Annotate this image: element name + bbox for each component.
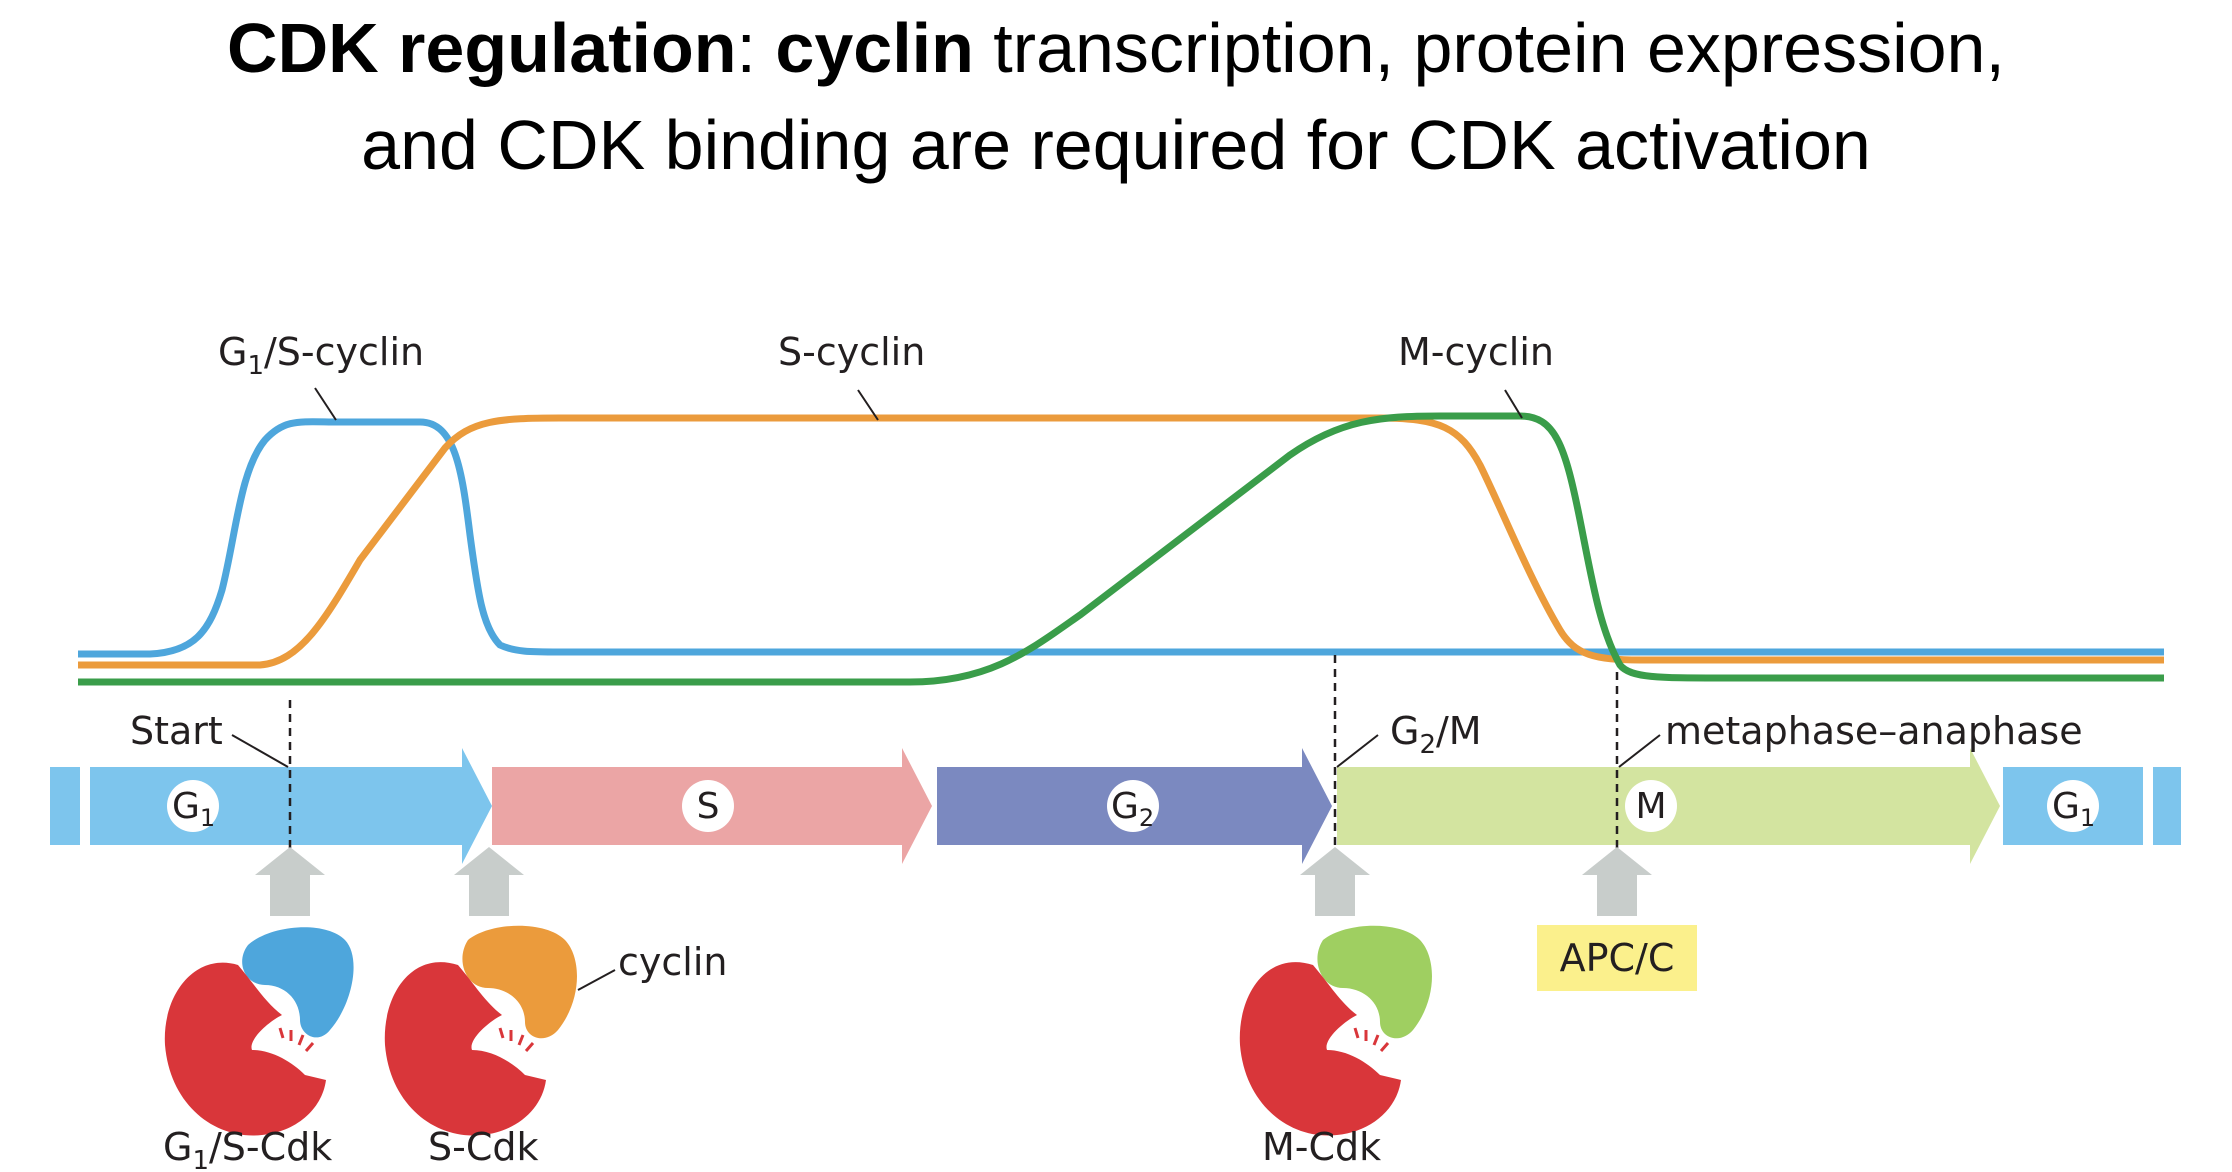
phase-badge-s: [682, 780, 734, 832]
curve-s-cyclin: [78, 414, 2164, 669]
up-arrow-m: [1300, 847, 1370, 916]
title-line-1: CDK regulation: cyclin transcription, pr…: [0, 5, 2232, 91]
title-bold-cyclin: cyclin: [775, 9, 974, 87]
label-s-cdk: S-Cdk: [428, 1125, 539, 1169]
phase-badge-g1-end: [2047, 780, 2099, 832]
complex-m-cdk: [1239, 925, 1432, 1136]
apc-label: APC/C: [1560, 936, 1675, 980]
title-rest-1: transcription, protein expression,: [973, 9, 2005, 87]
cdk-shape-m: [1239, 962, 1401, 1136]
leader-start: [231, 734, 289, 768]
label-metaphase-anaphase: metaphase–anaphase: [1665, 709, 2083, 753]
label-start: Start: [130, 709, 223, 753]
cdk-shape-s: [384, 962, 546, 1136]
up-arrow-s: [454, 847, 524, 916]
curve-g1s-cyclin: [78, 418, 2164, 658]
active-site-lines-g1s: [278, 1027, 315, 1052]
g1-end-stub: [2153, 767, 2181, 845]
label-m-cdk: M-Cdk: [1262, 1125, 1381, 1169]
g1-start-stub: [50, 767, 80, 845]
title-line-2: and CDK binding are required for CDK act…: [361, 106, 1871, 184]
label-g2m: G2/M: [1390, 709, 1482, 760]
phase-label-g1: G1: [172, 786, 215, 832]
up-arrow-apc: [1582, 847, 1652, 916]
cyclin-shape-s: [462, 925, 577, 1039]
cdk-shape-g1s: [164, 962, 326, 1136]
label-s-cyclin: S-cyclin: [778, 330, 925, 374]
phase-label-g1-end: G1: [2052, 786, 2095, 832]
label-m-cyclin: M-cyclin: [1398, 330, 1554, 374]
leader-metaphase: [1618, 734, 1661, 768]
up-arrow-g1s: [255, 847, 325, 916]
title-separator: :: [736, 9, 776, 87]
curve-m-cyclin: [78, 412, 2164, 686]
leader-m-cyclin: [1504, 389, 1523, 419]
phase-label-g2: G2: [1111, 786, 1154, 832]
cyclin-shape-g1s: [242, 927, 354, 1038]
phase-badge-g1: [167, 780, 219, 832]
apc-box: [1537, 925, 1697, 991]
active-site-lines-m: [1353, 1027, 1390, 1052]
active-site-lines-s: [498, 1027, 535, 1052]
phase-label-s: S: [697, 786, 720, 827]
phase-badge-g2: [1107, 780, 1159, 832]
complex-g1s-cdk: [164, 927, 354, 1136]
label-g1s-cdk: G1/S-Cdk: [163, 1125, 332, 1172]
label-cyclin: cyclin: [618, 940, 727, 984]
leader-s-cyclin: [857, 389, 879, 421]
cyclin-shape-m: [1317, 925, 1432, 1039]
leader-g2m: [1336, 734, 1379, 768]
label-g1s-cyclin: G1/S-cyclin: [218, 330, 424, 381]
phase-badge-m: [1625, 780, 1677, 832]
phase-label-m: M: [1635, 786, 1666, 827]
title-bold-cdk-regulation: CDK regulation: [227, 9, 737, 87]
leader-cyclin: [577, 969, 616, 991]
complex-s-cdk: [384, 925, 577, 1136]
leader-g1s-cyclin: [314, 387, 337, 421]
